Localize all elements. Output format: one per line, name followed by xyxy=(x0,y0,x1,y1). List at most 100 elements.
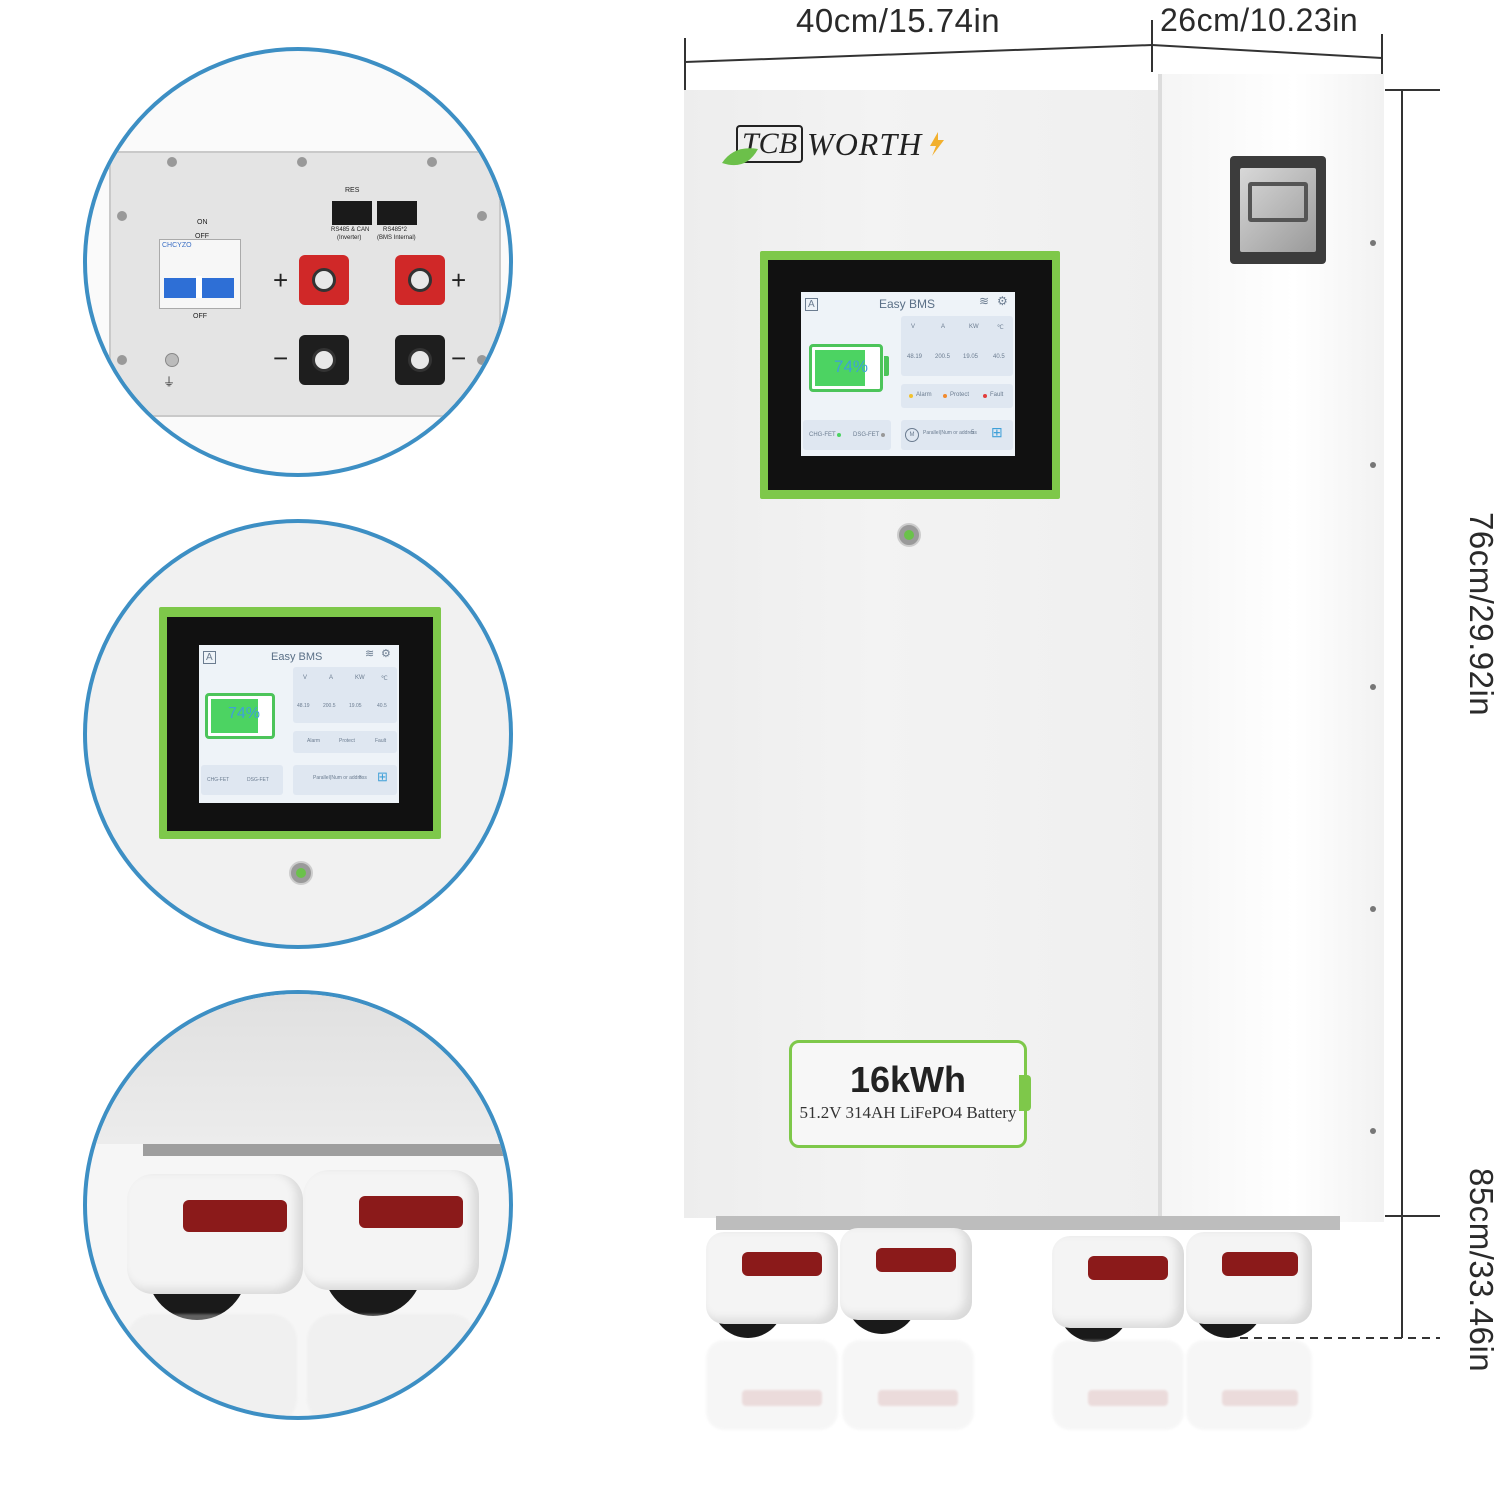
status-alarm: Alarm xyxy=(916,392,932,398)
plus-sign-right: + xyxy=(451,265,467,295)
port1-sub-label: (Inverter) xyxy=(337,235,362,241)
status-protect: Protect xyxy=(950,392,970,398)
zoom-screen-title: Easy BMS xyxy=(271,651,323,663)
zoom-bms-screen: A Easy BMS ≋ ⚙ 74% V A KW ℃ 48.19 200.5 … xyxy=(199,645,399,803)
zoom-battery-gauge-fill xyxy=(211,699,259,733)
fet-dsg: DSG-FET xyxy=(853,432,880,438)
zoom-battery-gauge: 74% xyxy=(205,693,275,739)
battery-spec: 51.2V 314AH LiFePO4 Battery xyxy=(799,1103,1017,1122)
zoom-value-volt: 48.19 xyxy=(297,703,310,709)
zoom-screen-logo-icon: A xyxy=(203,651,216,664)
settings-gear-icon: ⚙ xyxy=(997,294,1008,308)
parallel-panel: M Parallel(Num or address 5 ⊞ xyxy=(901,420,1013,450)
plus-sign-left: + xyxy=(273,265,289,295)
caster-wheel-front-left xyxy=(706,1226,842,1338)
zoom-power-button[interactable] xyxy=(289,861,313,885)
minus-sign-right: − xyxy=(451,343,467,373)
power-button[interactable] xyxy=(897,523,921,547)
screen-title: Easy BMS xyxy=(879,297,936,311)
port2-label: RS485*2 xyxy=(383,227,408,233)
brand-logo-word: WORTH xyxy=(807,125,923,162)
zoom-parallel-value: 5 xyxy=(359,775,362,781)
status-fault: Fault xyxy=(990,392,1004,398)
zoom-unit-kw: KW xyxy=(355,675,365,681)
cabinet-edge xyxy=(1158,74,1162,1220)
label-plate-tab xyxy=(1019,1075,1031,1111)
caster-wheel-front-right xyxy=(840,1222,976,1334)
battery-gauge: 74% xyxy=(809,344,883,392)
zoom-unit-volt: V xyxy=(303,675,308,681)
value-kw: 19.05 xyxy=(963,354,979,360)
zoom-unit-amp: A xyxy=(329,675,334,681)
parallel-label: Parallel(Num or address xyxy=(923,430,977,436)
wifi-icon: ≋ xyxy=(979,294,990,308)
rs485-can-port[interactable] xyxy=(332,201,372,225)
zoom-caster-left xyxy=(127,1164,307,1320)
fet-panel: CHG-FET DSG-FET xyxy=(803,420,891,450)
detail-circle-ports: ON OFF CHCYZO OFF RES RS485 & CAN (Inver… xyxy=(83,47,513,477)
total-height-dimension-label: 85cm/33.46in xyxy=(1463,1168,1500,1373)
positive-terminal-right[interactable] xyxy=(395,255,445,305)
zoom-value-temp: 40.5 xyxy=(377,703,387,709)
ground-icon: ⏚ xyxy=(163,375,176,389)
caster-wheel-back-right xyxy=(1186,1226,1316,1338)
depth-dimension-label: 26cm/10.23in xyxy=(1160,2,1359,38)
unit-volt: V xyxy=(911,324,916,330)
value-temp: 40.5 xyxy=(993,354,1005,360)
network-icon: ⊞ xyxy=(991,424,1003,440)
side-handle-icon xyxy=(1230,156,1326,264)
capacity-label-plate: 16kWh 51.2V 314AH LiFePO4 Battery xyxy=(789,1040,1027,1148)
metrics-panel: V A KW ℃ 48.19 200.5 19.05 40.5 xyxy=(901,316,1013,376)
zoom-parallel-label: Parallel(Num or address xyxy=(313,775,367,781)
port2-sub-label: (BMS Internal) xyxy=(377,235,416,241)
port1-label: RS485 & CAN xyxy=(331,227,370,233)
circuit-breaker[interactable]: CHCYZO xyxy=(159,239,241,309)
zoom-network-icon: ⊞ xyxy=(377,769,388,784)
cabinet-base xyxy=(716,1216,1340,1230)
zoom-unit-temp: ℃ xyxy=(381,676,388,682)
breaker-off-label-bottom: OFF xyxy=(193,313,207,320)
fet-chg: CHG-FET xyxy=(809,432,836,438)
res-label: RES xyxy=(345,187,360,194)
side-rivets xyxy=(1370,240,1376,1140)
body-height-dimension-label: 76cm/29.92in xyxy=(1463,512,1500,717)
detail-circle-casters xyxy=(83,990,513,1420)
breaker-brand: CHCYZO xyxy=(162,242,192,249)
cabinet-side-panel xyxy=(1160,74,1384,1222)
brand-logo-box: TCB xyxy=(736,125,804,163)
zoom-status-alarm: Alarm xyxy=(307,738,321,744)
status-panel: Alarm Protect Fault xyxy=(901,384,1013,408)
breaker-off-label-top: OFF xyxy=(195,233,209,240)
negative-terminal-left[interactable] xyxy=(299,335,349,385)
zoom-settings-gear-icon: ⚙ xyxy=(381,648,391,660)
leaf-icon xyxy=(722,148,758,166)
value-volt: 48.19 xyxy=(907,354,923,360)
zoom-value-kw: 19.05 xyxy=(349,703,362,709)
capacity-value: 16kWh xyxy=(849,1059,967,1100)
zoom-status-protect: Protect xyxy=(339,738,355,744)
value-amp: 200.5 xyxy=(935,354,951,360)
zoom-status-fault: Fault xyxy=(375,738,387,744)
zoom-value-amp: 200.5 xyxy=(323,703,336,709)
zoom-fet-chg: CHG-FET xyxy=(207,777,230,783)
battery-percent: 74% xyxy=(834,357,869,376)
breaker-on-label: ON xyxy=(197,219,208,226)
zoom-battery-percent: 74% xyxy=(228,705,261,722)
minus-sign-left: − xyxy=(273,343,289,373)
positive-terminal-left[interactable] xyxy=(299,255,349,305)
unit-temp: ℃ xyxy=(997,325,1004,331)
rs485-internal-port[interactable] xyxy=(377,201,417,225)
parallel-value: 5 xyxy=(971,430,975,436)
negative-terminal-right[interactable] xyxy=(395,335,445,385)
width-dimension-label: 40cm/15.74in xyxy=(796,2,1001,39)
caster-wheel-back-left xyxy=(1052,1230,1188,1342)
zoom-wifi-icon: ≋ xyxy=(365,648,375,660)
floor-reflection xyxy=(706,1340,1316,1470)
unit-kw: KW xyxy=(969,324,979,330)
main-bms-screen: A Easy BMS ≋ ⚙ 74% V A KW ℃ 48.19 200.5 … xyxy=(801,292,1015,456)
unit-amp: A xyxy=(941,324,946,330)
zoom-fet-dsg: DSG-FET xyxy=(247,777,269,783)
screen-logo-icon: A xyxy=(805,298,818,311)
parallel-icon: M xyxy=(905,428,919,442)
brand-logo: TCB WORTH xyxy=(720,125,946,166)
